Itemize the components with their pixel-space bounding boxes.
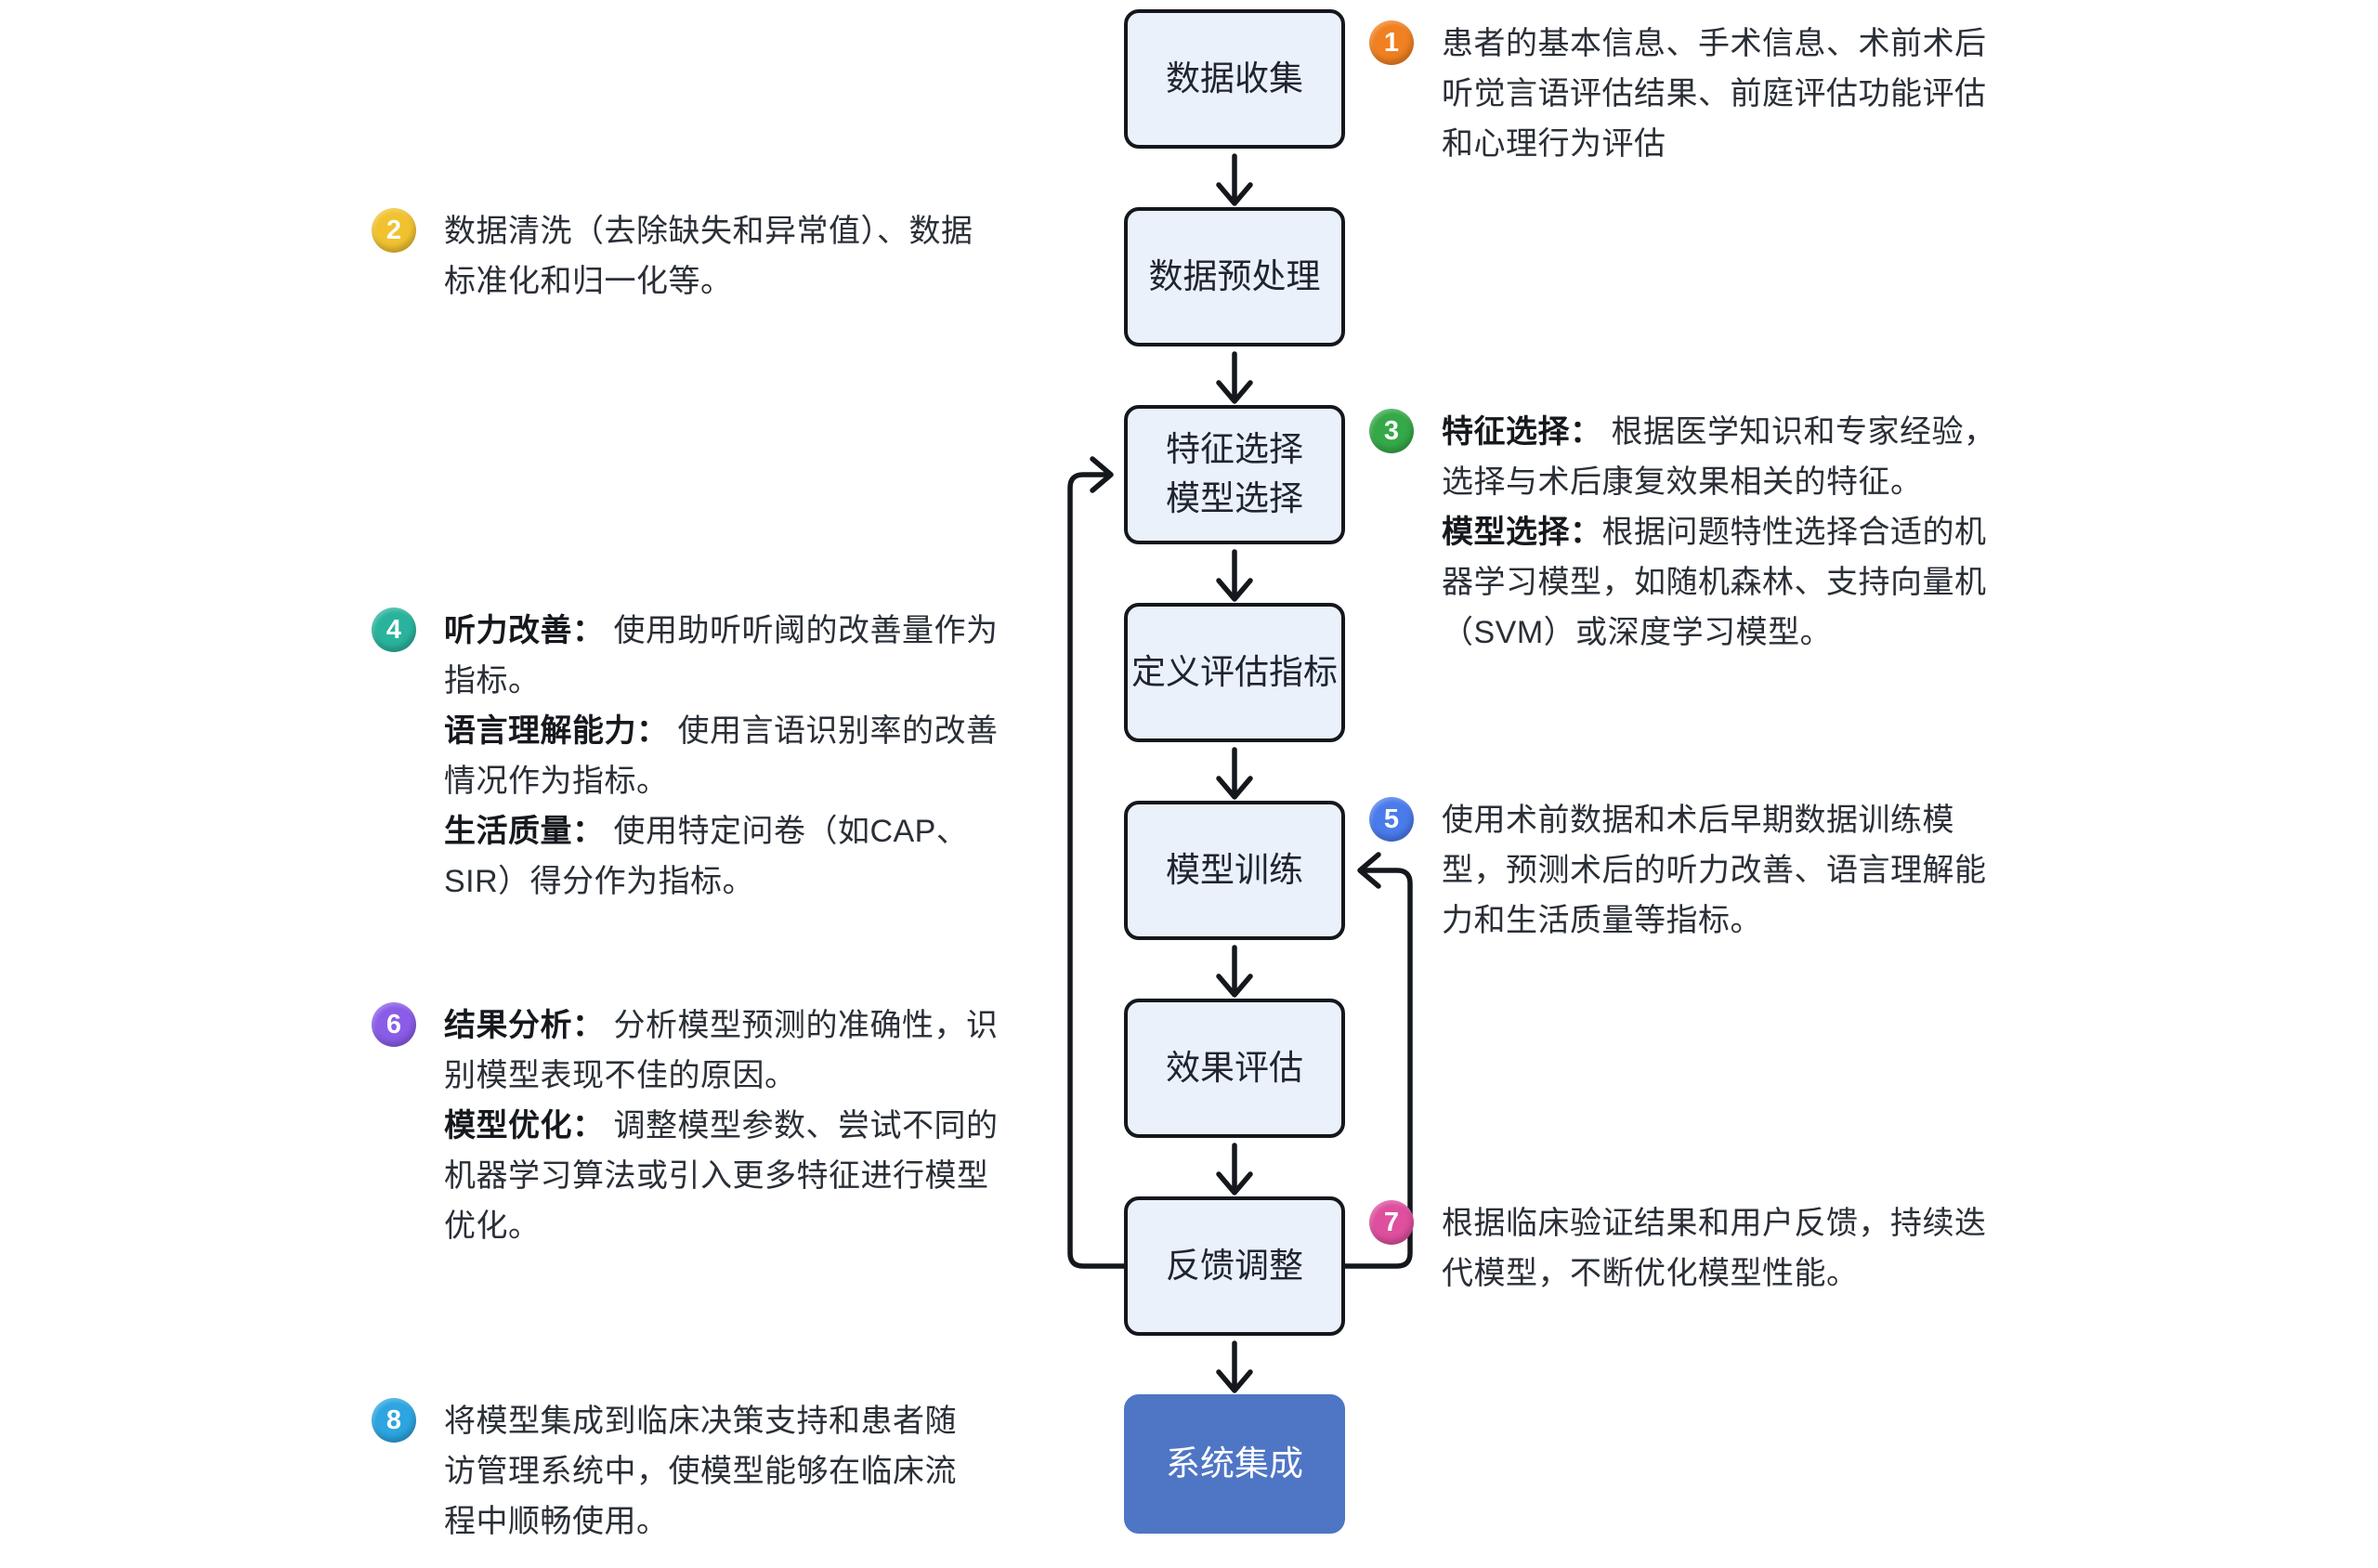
- flow-node-model-training: 模型训练: [1124, 801, 1345, 940]
- flow-node-effect-evaluation: 效果评估: [1124, 999, 1345, 1138]
- annotation-8-text: 将模型集成到临床决策支持和患者随访管理系统中，使模型能够在临床流程中顺畅使用。: [444, 1404, 957, 1539]
- flow-node-system-integration: 系统集成: [1124, 1394, 1345, 1534]
- annotation-4: 4 听力改善： 使用助听听阈的改善量作为指标。语言理解能力： 使用言语识别率的改…: [372, 606, 998, 907]
- arrowhead-2-3: [1216, 380, 1253, 404]
- arrowhead-5-6: [1216, 973, 1253, 998]
- step-5-badge: 5: [1369, 797, 1414, 842]
- step-7-badge: 7: [1369, 1200, 1414, 1245]
- flow-node-feature-model-selection: 特征选择 模型选择: [1124, 405, 1345, 544]
- step-2-badge: 2: [372, 208, 416, 253]
- step-1-badge: 1: [1369, 20, 1414, 65]
- annotation-1-text: 患者的基本信息、手术信息、术前术后听觉言语评估结果、前庭评估功能评估和心理行为评…: [1442, 26, 1987, 162]
- annotation-8: 8 将模型集成到临床决策支持和患者随访管理系统中，使模型能够在临床流程中顺畅使用…: [372, 1396, 957, 1547]
- arrowhead-7-8: [1216, 1369, 1253, 1393]
- step-4-badge: 4: [372, 608, 416, 652]
- flow-node-data-preprocessing: 数据预处理: [1124, 207, 1345, 346]
- annotation-7-text: 根据临床验证结果和用户反馈，持续迭代模型，不断优化模型性能。: [1442, 1206, 1987, 1291]
- arrowhead-6-7: [1216, 1171, 1253, 1196]
- feedback-left-line: [1067, 472, 1127, 1269]
- annotation-2: 2 数据清洗（去除缺失和异常值）、数据标准化和归一化等。: [372, 206, 973, 307]
- step-8-badge: 8: [372, 1398, 416, 1443]
- annotation-2-text: 数据清洗（去除缺失和异常值）、数据标准化和归一化等。: [444, 214, 973, 299]
- flow-node-feedback-adjustment: 反馈调整: [1124, 1196, 1345, 1336]
- step-3-badge: 3: [1369, 409, 1414, 453]
- annotation-6: 6 结果分析： 分析模型预测的准确性，识别模型表现不佳的原因。模型优化： 调整模…: [372, 1000, 998, 1251]
- annotation-5: 5 使用术前数据和术后早期数据训练模型，预测术后的听力改善、语言理解能力和生活质…: [1369, 795, 1987, 946]
- feedback-left-arrowhead: [1090, 456, 1114, 493]
- flow-node-data-collection: 数据收集: [1124, 9, 1345, 149]
- annotation-6-text: 结果分析： 分析模型预测的准确性，识别模型表现不佳的原因。模型优化： 调整模型参…: [444, 1008, 999, 1244]
- annotation-3: 3 特征选择： 根据医学知识和专家经验，选择与术后康复效果相关的特征。模型选择：…: [1369, 407, 1995, 658]
- arrowhead-3-4: [1216, 578, 1253, 602]
- arrowhead-1-2: [1216, 182, 1253, 206]
- annotation-1: 1 患者的基本信息、手术信息、术前术后听觉言语评估结果、前庭评估功能评估和心理行…: [1369, 19, 1987, 169]
- arrowhead-4-5: [1216, 776, 1253, 800]
- annotation-5-text: 使用术前数据和术后早期数据训练模型，预测术后的听力改善、语言理解能力和生活质量等…: [1442, 803, 1987, 938]
- annotation-3-text: 特征选择： 根据医学知识和专家经验，选择与术后康复效果相关的特征。模型选择：根据…: [1442, 414, 1996, 650]
- annotation-7: 7 根据临床验证结果和用户反馈，持续迭代模型，不断优化模型性能。: [1369, 1198, 1987, 1299]
- flow-node-define-metrics: 定义评估指标: [1124, 603, 1345, 742]
- step-6-badge: 6: [372, 1002, 416, 1047]
- annotation-4-text: 听力改善： 使用助听听阈的改善量作为指标。语言理解能力： 使用言语识别率的改善情…: [444, 613, 999, 899]
